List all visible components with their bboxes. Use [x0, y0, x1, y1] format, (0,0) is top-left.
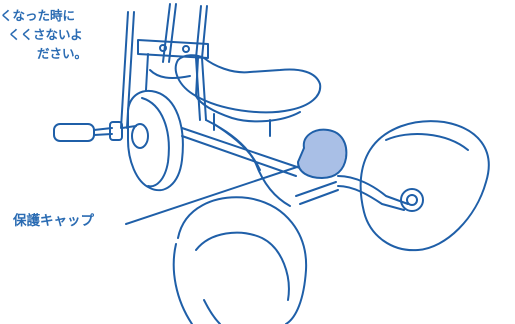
handle-posts — [120, 3, 208, 129]
caption-line-1: くなった時に — [0, 8, 76, 23]
warning-caption: くなった時に くくさないよ ださい。 — [0, 6, 87, 63]
rear-wheel-left — [172, 196, 308, 324]
protective-cap — [297, 128, 348, 179]
fork-head — [137, 39, 209, 97]
label-leader-line — [125, 159, 319, 225]
caption-line-3: ださい。 — [37, 46, 88, 61]
frame — [181, 119, 409, 211]
rear-wheel-right — [359, 120, 490, 252]
caption-line-2: くくさないよ — [8, 27, 83, 42]
pedal — [53, 121, 137, 142]
seat — [174, 54, 322, 137]
protective-cap-label: 保護キャップ — [13, 213, 94, 229]
front-wheel — [127, 90, 184, 192]
